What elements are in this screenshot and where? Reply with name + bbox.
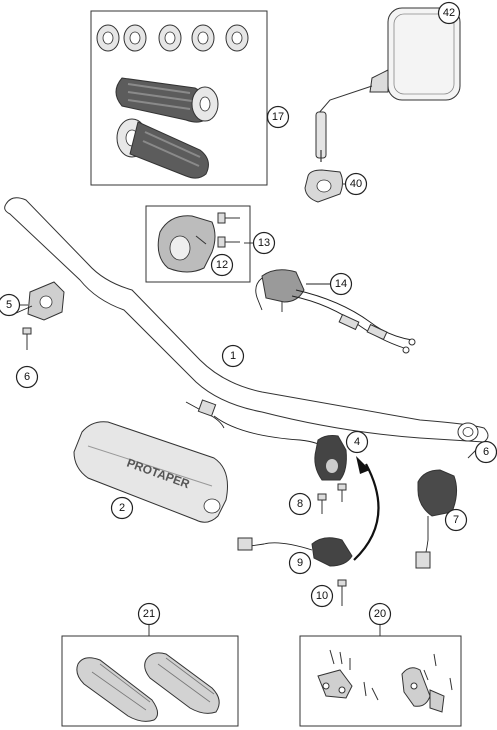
throttle-cam-4 xyxy=(191,24,215,52)
switch-screw-2 xyxy=(337,483,347,502)
housing-screw-2 xyxy=(217,236,240,248)
callout-2: 2 xyxy=(110,496,134,520)
callout-21-label: 21 xyxy=(143,608,155,620)
throttle-cam-3 xyxy=(158,24,182,52)
callout-7: 7 xyxy=(444,508,468,532)
callout-1: 1 xyxy=(221,344,245,368)
callout-2-label: 2 xyxy=(119,502,125,514)
hand-guard-left xyxy=(76,657,158,722)
mounting-bracket-left xyxy=(317,669,353,699)
callout-40-label: 40 xyxy=(350,178,362,190)
right-switch-screw xyxy=(467,449,477,459)
group-20-box xyxy=(299,635,462,727)
left-bar-clamp xyxy=(13,281,65,321)
grip-throttle-side xyxy=(115,77,219,123)
throttle-cam-5 xyxy=(225,24,249,52)
callout-9: 9 xyxy=(288,551,312,575)
callout-6-left-label: 6 xyxy=(24,371,30,383)
grip-clutch-side xyxy=(116,118,209,179)
callout-6-left: 6 xyxy=(15,365,39,389)
clamp-screw-left xyxy=(22,327,32,350)
callout-40: 40 xyxy=(344,172,368,196)
mounting-screws-right xyxy=(423,653,453,691)
callout-12-label: 12 xyxy=(216,259,228,271)
callout-12: 12 xyxy=(210,253,234,277)
throttle-cable-assembly xyxy=(255,269,416,354)
callout-14-label: 14 xyxy=(335,278,347,290)
callout-20-label: 20 xyxy=(374,608,386,620)
callout-17: 17 xyxy=(266,105,290,129)
long-screw xyxy=(337,579,347,606)
switch-screw-1 xyxy=(317,493,327,514)
callout-8-label: 8 xyxy=(297,498,303,510)
throttle-cam-2 xyxy=(123,24,147,52)
callout-5: 5 xyxy=(0,293,21,317)
group-17-box xyxy=(90,10,268,186)
callout-13: 13 xyxy=(252,231,276,255)
callout-4: 4 xyxy=(345,430,369,454)
callout-8: 8 xyxy=(288,492,312,516)
callout-21: 21 xyxy=(137,602,161,626)
handlebar xyxy=(4,197,489,451)
group-13-box xyxy=(145,205,251,283)
callout-13-label: 13 xyxy=(258,237,270,249)
callout-17-label: 17 xyxy=(272,111,284,123)
throttle-cam-1 xyxy=(96,24,120,52)
switch-housing-upper xyxy=(314,435,347,481)
throttle-cam-set xyxy=(96,24,249,52)
group-21-box xyxy=(61,635,239,727)
callout-42: 42 xyxy=(437,1,461,25)
assembly-direction-arrow xyxy=(353,456,380,561)
callout-10-label: 10 xyxy=(316,590,328,602)
callout-5-label: 5 xyxy=(6,299,12,311)
callout-10: 10 xyxy=(310,584,334,608)
right-switch-unit xyxy=(415,469,458,569)
mounting-screws-left xyxy=(329,649,379,701)
callout-1-label: 1 xyxy=(230,350,236,362)
callout-9-label: 9 xyxy=(297,557,303,569)
callout-20: 20 xyxy=(368,602,392,626)
hand-guard-right xyxy=(144,652,220,714)
callout-6-right: 6 xyxy=(474,440,497,464)
callout-14: 14 xyxy=(329,272,353,296)
callout-6-right-label: 6 xyxy=(483,446,489,458)
rear-view-mirror xyxy=(315,7,461,162)
callout-42-label: 42 xyxy=(443,7,455,19)
housing-screw-1 xyxy=(217,212,240,224)
mounting-bracket-right xyxy=(401,667,445,713)
mirror-clamp xyxy=(304,169,343,203)
throttle-housing xyxy=(157,215,216,273)
callout-7-label: 7 xyxy=(453,514,459,526)
callout-4-label: 4 xyxy=(354,436,360,448)
handlebar-pad: PROTAPER xyxy=(73,421,228,523)
switch-housing-lower xyxy=(237,537,353,567)
